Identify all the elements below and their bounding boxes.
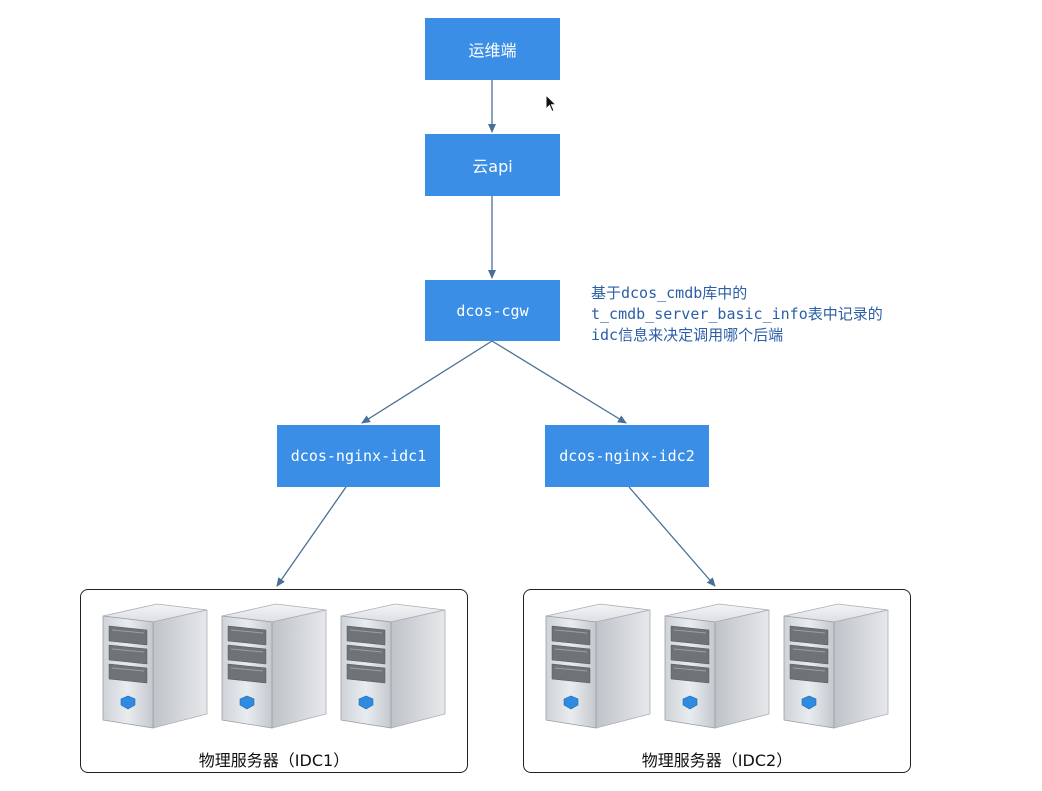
edge-cgw-to-nginx-idc2 — [491, 340, 627, 424]
node-cloud-api-label: 云api — [472, 157, 513, 176]
routing-annotation: 基于dcos_cmdb库中的 t_cmdb_server_basic_info表… — [591, 283, 883, 346]
server-tower-icon — [661, 600, 773, 734]
server-tower-icon — [99, 600, 211, 734]
server-group-idc1: 物理服务器（IDC1） — [80, 589, 468, 773]
node-ops: 运维端 — [425, 18, 560, 80]
edge-cgw-to-nginx-idc1 — [361, 340, 493, 424]
node-ops-label: 运维端 — [468, 41, 517, 60]
node-dcos-cgw: dcos-cgw — [425, 280, 560, 341]
annotation-line: idc信息来决定调用哪个后端 — [591, 326, 784, 344]
annotation-line: t_cmdb_server_basic_info表中记录的 — [591, 305, 883, 323]
edge-nginx-idc2-to-servers — [628, 486, 716, 587]
node-dcos-nginx-idc1: dcos-nginx-idc1 — [277, 425, 440, 487]
annotation-line: 基于dcos_cmdb库中的 — [591, 284, 748, 302]
server-group-idc2: 物理服务器（IDC2） — [523, 589, 911, 773]
server-tower-icon — [337, 600, 449, 734]
node-dcos-nginx-idc2: dcos-nginx-idc2 — [545, 425, 709, 487]
node-dcos-nginx-idc1-label: dcos-nginx-idc1 — [290, 447, 427, 465]
edge-nginx-idc1-to-servers — [276, 486, 347, 587]
node-dcos-cgw-label: dcos-cgw — [456, 301, 529, 320]
server-tower-icon — [542, 600, 654, 734]
node-dcos-nginx-idc2-label: dcos-nginx-idc2 — [559, 447, 695, 465]
mouse-cursor-icon — [545, 94, 558, 113]
server-group-idc2-label: 物理服务器（IDC2） — [641, 751, 793, 770]
server-tower-icon — [780, 600, 892, 734]
server-group-idc1-label: 物理服务器（IDC1） — [198, 751, 350, 770]
node-cloud-api: 云api — [425, 134, 560, 196]
server-tower-icon — [218, 600, 330, 734]
